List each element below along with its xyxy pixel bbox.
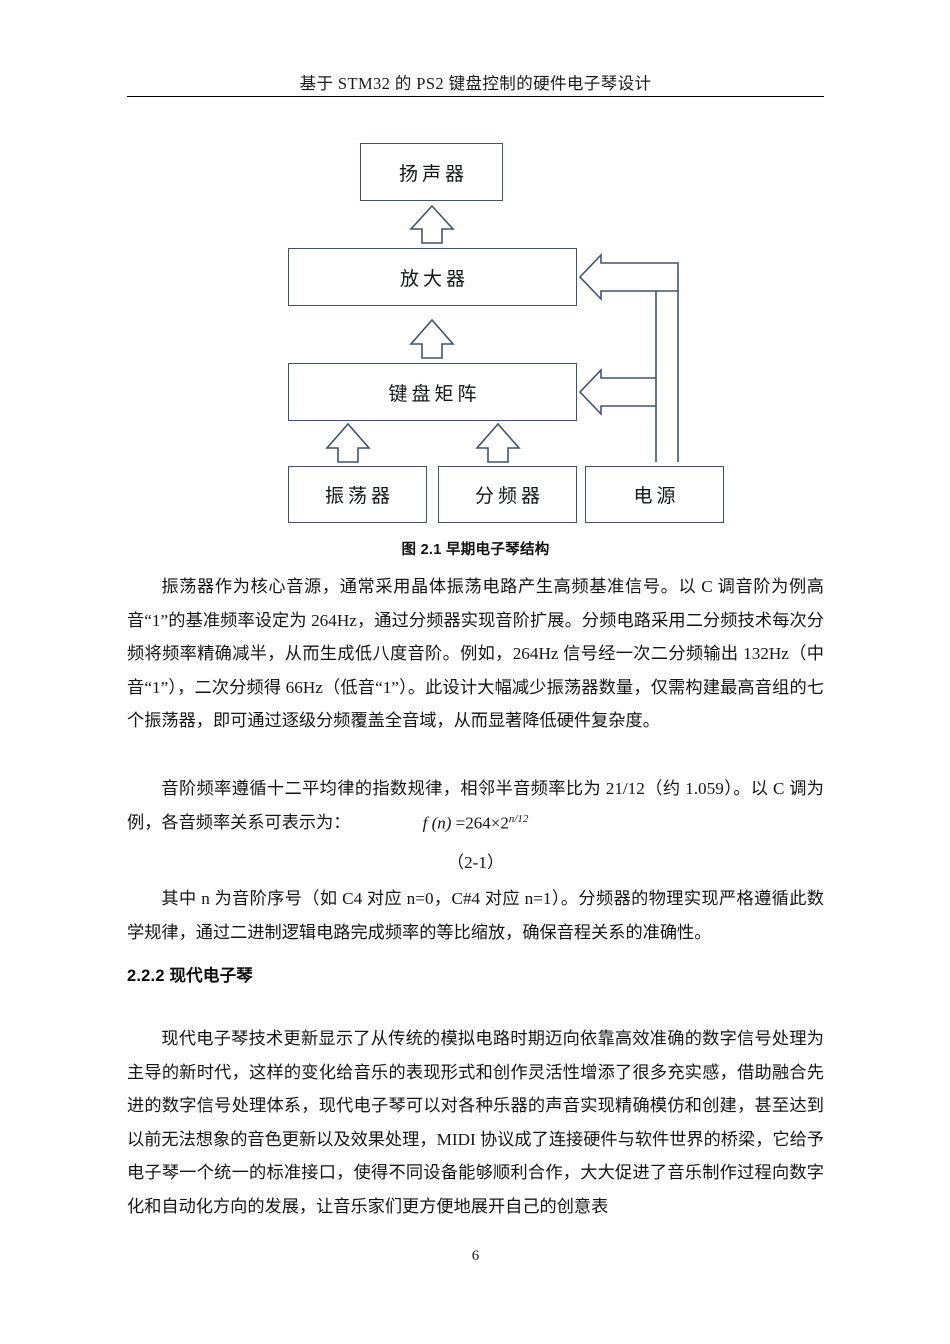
paragraph-oscillator-source: 振荡器作为核心音源，通常采用晶体振荡电路产生高频基准信号。以 C 调音阶为例高音… bbox=[127, 570, 824, 738]
diagram-box-keyboard-matrix: 键盘矩阵 bbox=[288, 363, 577, 421]
arrow-oscillator-to-matrix bbox=[325, 422, 371, 463]
diagram-box-speaker-label: 扬声器 bbox=[398, 163, 468, 185]
arrow-power-to-matrix bbox=[578, 368, 657, 416]
section-heading-2-2-2: 2.2.2 现代电子琴 bbox=[127, 967, 253, 985]
paragraph-text: 振荡器作为核心音源，通常采用晶体振荡电路产生高频基准信号。以 C 调音阶为例高音… bbox=[127, 577, 824, 730]
diagram-box-amplifier: 放大器 bbox=[288, 248, 577, 306]
formula-coefficient: 264 bbox=[465, 813, 491, 833]
paragraph-text: 其中 n 为音阶序号（如 C4 对应 n=0，C#4 对应 n=1）。分频器的物… bbox=[127, 889, 824, 942]
diagram-box-power-supply: 电源 bbox=[585, 466, 724, 523]
arrow-divider-to-matrix bbox=[475, 422, 521, 463]
diagram-box-frequency-divider: 分频器 bbox=[438, 466, 577, 523]
formula-exponent: n/12 bbox=[508, 813, 529, 825]
running-header: 基于 STM32 的 PS2 键盘控制的硬件电子琴设计 bbox=[299, 74, 652, 93]
diagram-box-frequency-divider-label: 分频器 bbox=[474, 486, 544, 507]
arrow-power-to-amplifier bbox=[578, 253, 679, 301]
paragraph-equal-temperament: 音阶频率遵循十二平均律的指数规律，相邻半音频率比为 21/12（约 1.059）… bbox=[127, 772, 824, 839]
paragraph-scale-index-note: 其中 n 为音阶序号（如 C4 对应 n=0，C#4 对应 n=1）。分频器的物… bbox=[127, 882, 824, 949]
arrow-matrix-to-amplifier bbox=[409, 318, 455, 359]
formula-base: 2 bbox=[500, 813, 509, 833]
page-number: 6 bbox=[471, 1248, 480, 1264]
figure-2-1-block-diagram: 扬声器 放大器 键盘矩阵 振荡器 分频器 电源 bbox=[0, 0, 950, 575]
formula-equals: = bbox=[451, 813, 466, 833]
paragraph-text: 现代电子琴技术更新显示了从传统的模拟电路时期迈向依靠高效准确的数字信号处理为主导… bbox=[127, 1029, 824, 1216]
formula-lhs: f (n) bbox=[422, 813, 452, 833]
arrow-amplifier-to-speaker bbox=[409, 204, 455, 244]
diagram-box-oscillator: 振荡器 bbox=[288, 466, 427, 523]
diagram-box-power-supply-label: 电源 bbox=[633, 486, 680, 507]
figure-caption: 图 2.1 早期电子琴结构 bbox=[401, 542, 550, 558]
paragraph-modern-organ: 现代电子琴技术更新显示了从传统的模拟电路时期迈向依靠高效准确的数字信号处理为主导… bbox=[127, 1022, 824, 1223]
diagram-box-speaker: 扬声器 bbox=[360, 143, 503, 201]
equation-number: （2-1） bbox=[447, 853, 504, 872]
diagram-box-keyboard-matrix-label: 键盘矩阵 bbox=[388, 383, 481, 405]
formula-frequency-relation: f (n) =264×2n/12 bbox=[127, 813, 824, 834]
paragraph-text: 音阶频率遵循十二平均律的指数规律，相邻半音频率比为 21/12（约 1.059）… bbox=[127, 779, 824, 832]
diagram-box-oscillator-label: 振荡器 bbox=[324, 486, 394, 507]
diagram-box-amplifier-label: 放大器 bbox=[399, 268, 469, 290]
formula-times-operator: × bbox=[490, 813, 501, 833]
header-divider-rule bbox=[127, 96, 824, 97]
